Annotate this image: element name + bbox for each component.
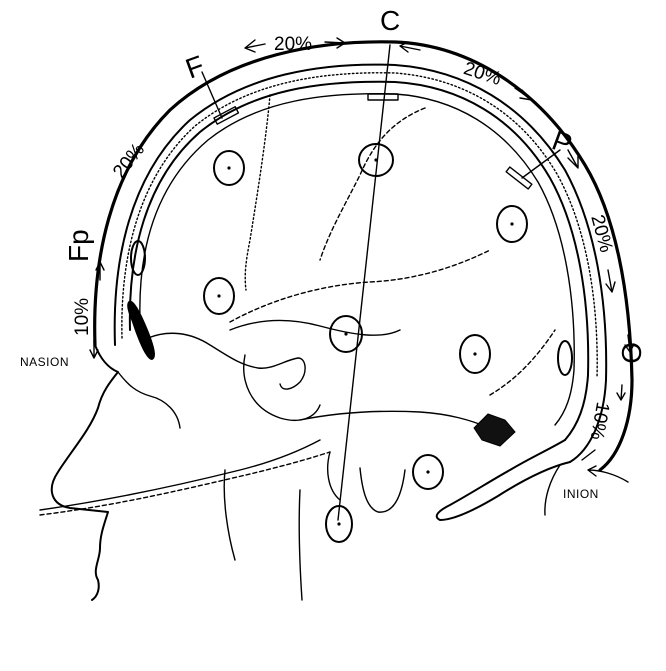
spacing-f-c: 20% <box>274 34 312 55</box>
electrode-disc <box>213 150 245 186</box>
electrode-label-f: F <box>181 49 208 84</box>
f-guide-line <box>201 71 223 119</box>
lateral-fissure <box>229 249 491 323</box>
spacing-nasion-fp: 10% <box>72 298 93 336</box>
electrode-marker-c <box>367 93 399 101</box>
electrode-marker-fp <box>130 240 146 276</box>
electrode-label-fp: Fp <box>63 229 94 262</box>
electrode-discs <box>203 143 528 543</box>
electrode-label-p: P <box>548 124 576 160</box>
occipital-bone <box>435 439 571 521</box>
cranial-floor <box>299 410 491 429</box>
electrode-disc <box>412 454 444 490</box>
electrode-marker-p <box>505 166 533 190</box>
p-guide-line <box>521 149 561 179</box>
measurement-arrows <box>89 37 635 483</box>
neck-curve <box>544 464 561 516</box>
electrode-marker-f <box>213 106 240 125</box>
brain-cortex-outline <box>139 93 575 426</box>
spacing-fp-f: 20% <box>109 139 149 182</box>
electrode-label-o: O <box>616 342 647 364</box>
skull-diploe <box>121 72 598 379</box>
temporal-curve <box>229 319 401 336</box>
occipital-sulcus <box>489 329 556 396</box>
nasal-cavity <box>117 371 181 429</box>
landmark-inion: INION <box>563 487 599 501</box>
frontal-sinus <box>127 300 155 360</box>
maxilla-line <box>39 439 321 511</box>
electrode-marker-o <box>557 340 573 376</box>
landmark-nasion: NASION <box>20 355 69 369</box>
scalp-measurement-arc <box>93 40 634 472</box>
electrode-disc <box>496 205 528 243</box>
electrode-disc <box>329 315 363 353</box>
electrode-label-c: C <box>380 5 400 36</box>
venous-confluence <box>473 413 516 447</box>
c-guide-line <box>337 44 391 521</box>
electrode-disc <box>358 143 394 177</box>
cervical-outline <box>223 451 406 601</box>
spacing-o-inion: 10% <box>586 400 613 441</box>
electrode-disc <box>459 334 491 374</box>
skull-inner-contour <box>128 80 590 441</box>
parietal-sulcus <box>319 107 426 261</box>
palate-line <box>39 451 331 516</box>
skull-outer-contour <box>113 63 608 463</box>
face-profile <box>50 344 119 601</box>
sella-turcica <box>243 354 321 422</box>
electrode-disc <box>203 277 235 315</box>
electrode-disc <box>325 505 353 543</box>
skull-base <box>147 332 306 390</box>
central-sulcus <box>244 94 271 291</box>
spacing-p-o: 20% <box>586 213 616 255</box>
spacing-c-p: 20% <box>461 58 504 90</box>
